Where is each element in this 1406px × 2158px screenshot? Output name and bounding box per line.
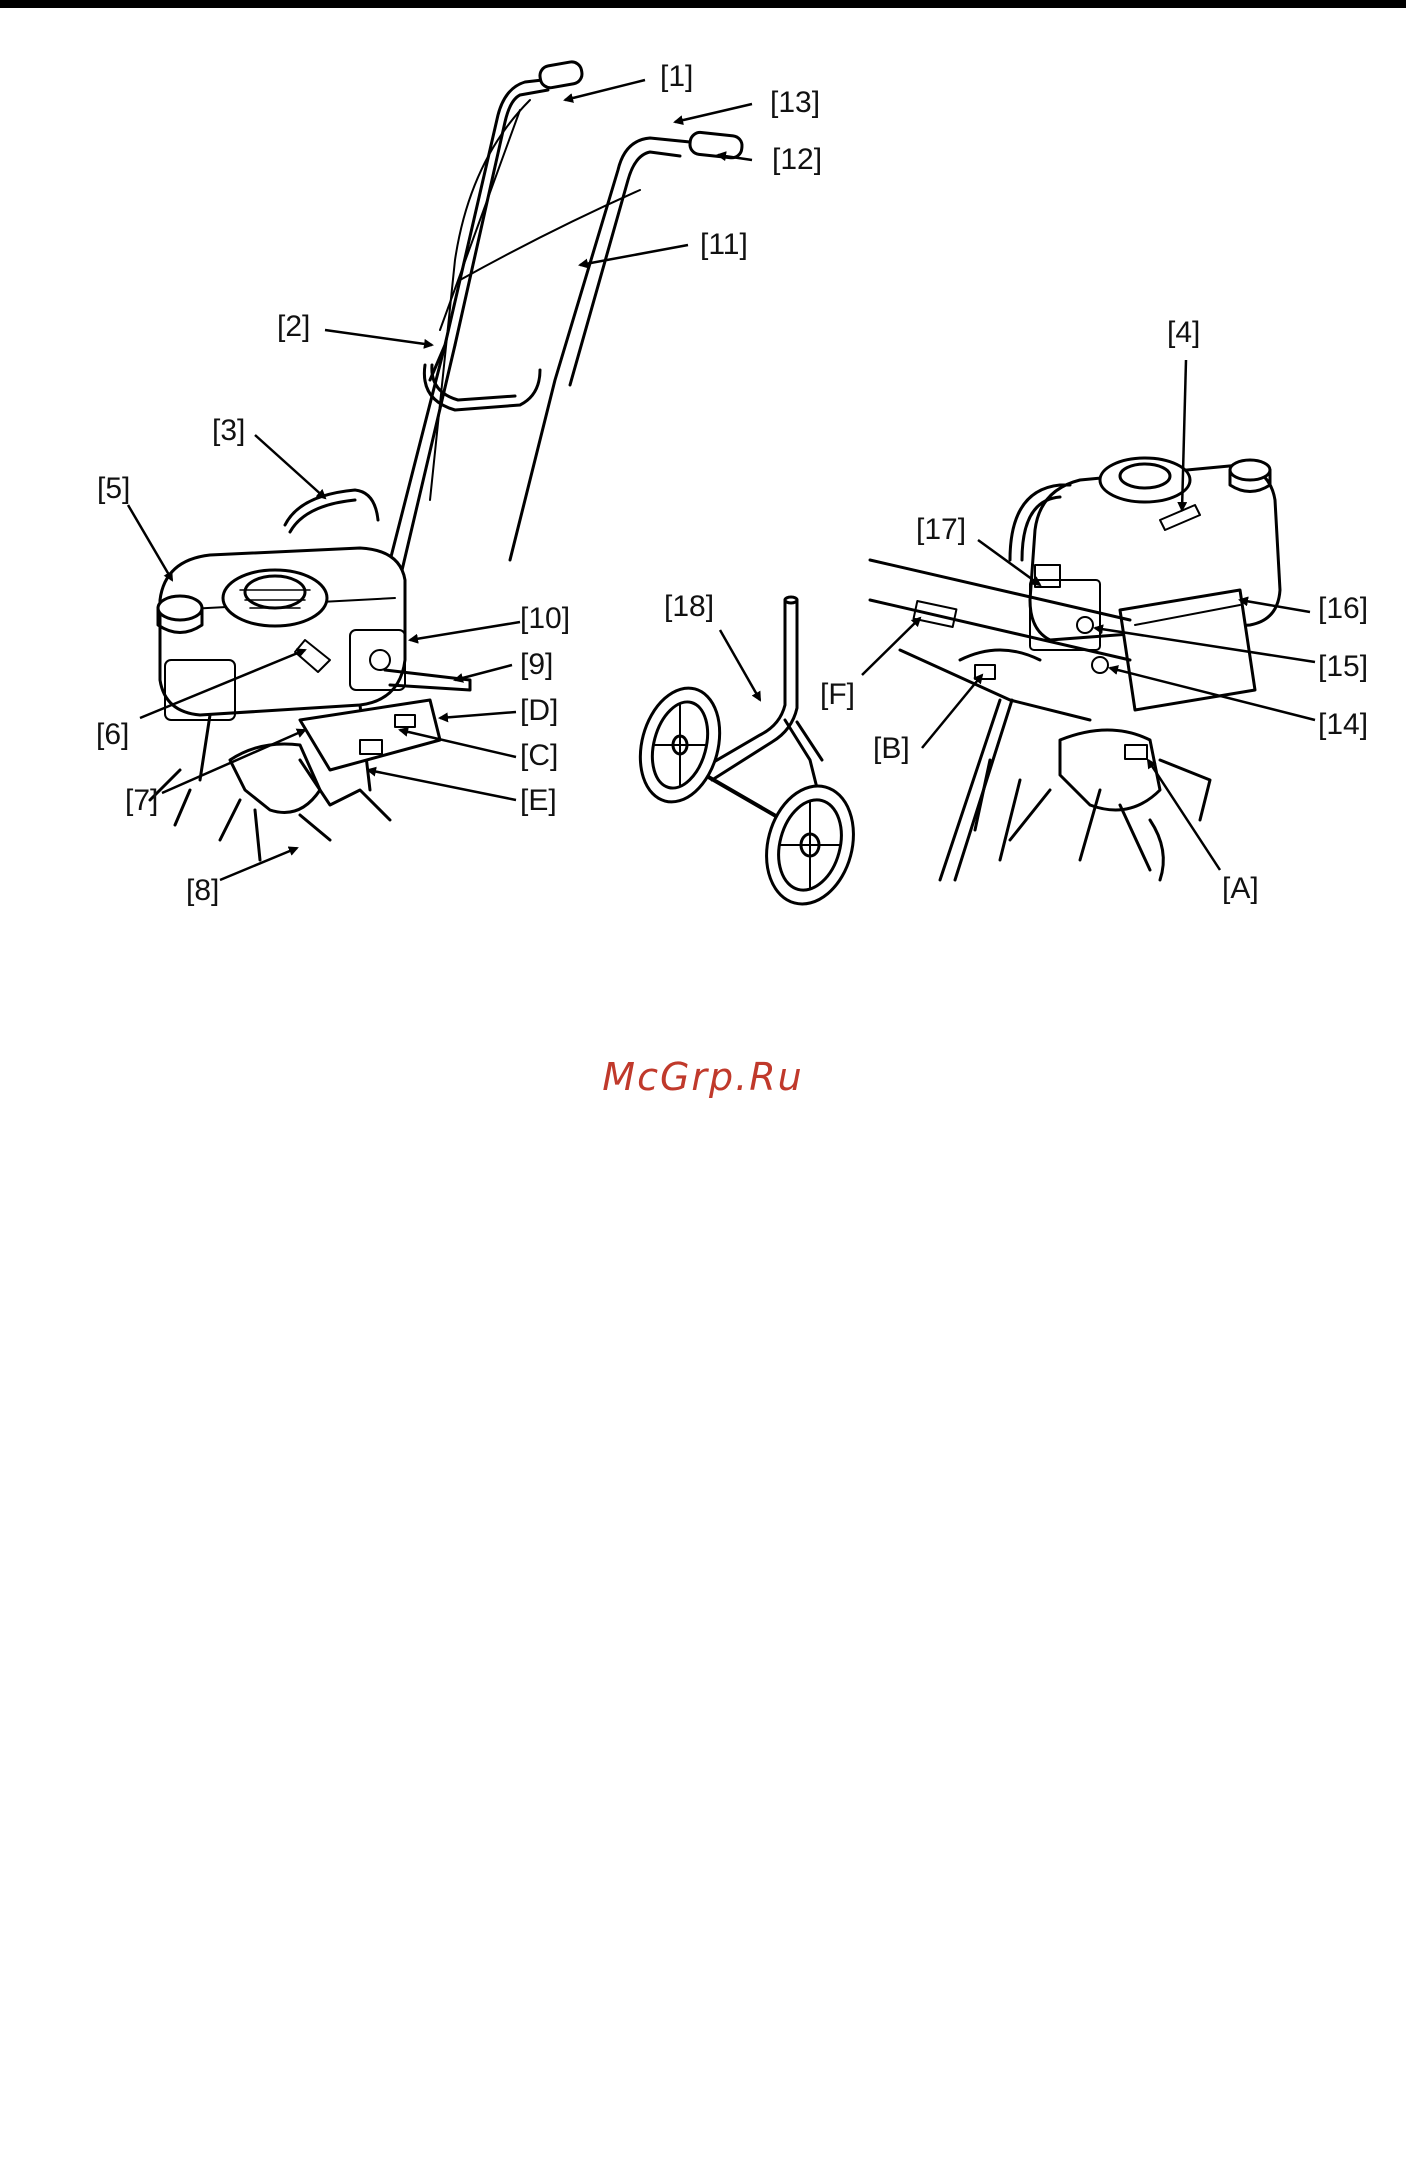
callout-4: [4] [1167,318,1200,348]
callout-C: [C] [520,741,558,771]
callout-3: [3] [212,416,245,446]
callout-7: [7] [125,786,158,816]
callout-2: [2] [277,312,310,342]
callout-B: [B] [873,734,910,764]
callout-13: [13] [770,88,820,118]
callout-8: [8] [186,876,219,906]
tiller-parts-diagram [0,0,1406,950]
watermark: McGrp.Ru [0,1055,1406,1099]
callout-9: [9] [520,650,553,680]
callout-12: [12] [772,145,822,175]
callout-14: [14] [1318,710,1368,740]
callout-17: [17] [916,515,966,545]
callout-18: [18] [664,592,714,622]
callout-1: [1] [660,62,693,92]
callout-D: [D] [520,696,558,726]
callout-10: [10] [520,604,570,634]
callout-16: [16] [1318,594,1368,624]
transport-wheels-illustration [628,597,866,914]
callout-F: [F] [820,680,855,710]
callout-15: [15] [1318,652,1368,682]
callout-5: [5] [97,474,130,504]
callout-E: [E] [520,786,557,816]
callout-A: [A] [1222,874,1259,904]
callout-6: [6] [96,720,129,750]
callout-11: [11] [700,230,748,260]
